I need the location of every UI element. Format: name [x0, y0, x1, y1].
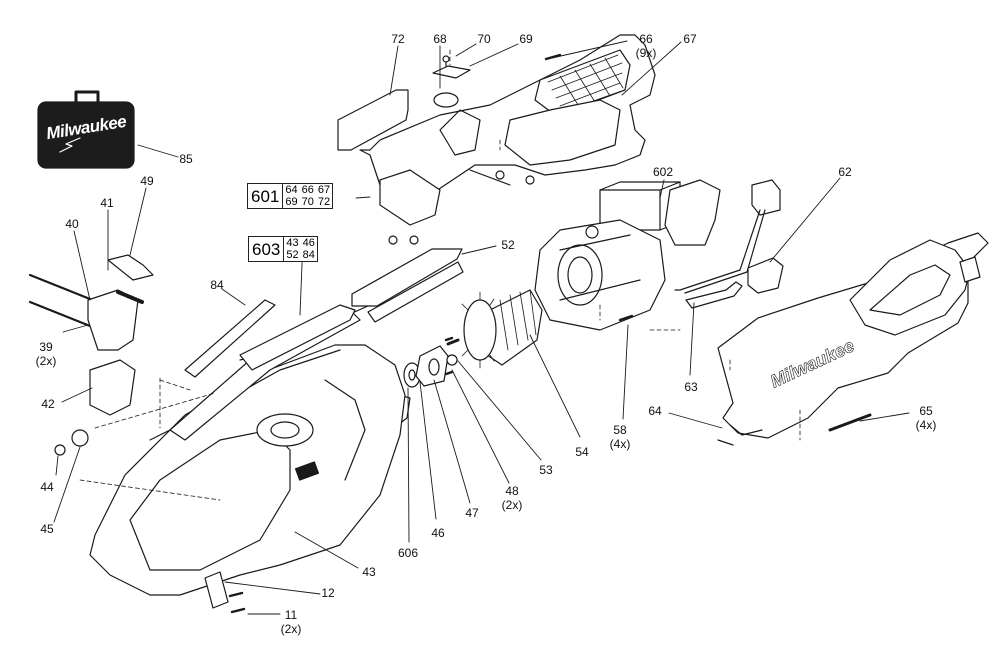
handle-half: Milwaukee	[717, 232, 989, 446]
housing-top-half	[359, 34, 656, 245]
callout-47: 47	[465, 506, 479, 520]
alignment-lines	[79, 49, 801, 501]
armature	[446, 289, 634, 369]
callout-66: 66 (9x)	[635, 32, 657, 60]
kit-601-part: 69	[285, 196, 298, 208]
kit-601-part: 72	[317, 196, 331, 208]
kit-601-number: 601	[248, 184, 284, 208]
callout-84: 84	[210, 278, 224, 292]
kit-603-part: 43	[286, 237, 299, 249]
callout-53: 53	[539, 463, 553, 477]
callout-52: 52	[501, 238, 515, 252]
kit-601-part: 70	[301, 196, 314, 208]
callout-602: 602	[652, 165, 674, 179]
callout-44: 44	[40, 480, 54, 494]
callout-12: 12	[321, 586, 335, 600]
callout-65: 65 (4x)	[915, 404, 937, 432]
kit-603-number: 603	[249, 237, 285, 261]
callout-58: 58 (4x)	[609, 423, 631, 451]
kit-603-part: 46	[302, 237, 315, 249]
callout-606: 606	[397, 546, 419, 560]
callout-72: 72	[391, 32, 405, 46]
kit-601-part: 66	[301, 184, 314, 196]
callout-45: 45	[40, 522, 54, 536]
callout-40: 40	[65, 217, 79, 231]
callout-11: 11 (2x)	[280, 608, 302, 636]
kit-603-part: 52	[286, 249, 299, 261]
kit-601-part: 64	[285, 184, 298, 196]
callout-43: 43	[362, 565, 376, 579]
main-housing	[89, 294, 406, 614]
callout-69: 69	[519, 32, 533, 46]
callout-41: 41	[100, 196, 114, 210]
carrying-case	[37, 90, 135, 169]
kit-603-part: 84	[302, 249, 315, 261]
motor-stator	[534, 219, 666, 331]
kit-601-part: 67	[317, 184, 331, 196]
small-top-parts	[337, 53, 562, 151]
callout-49: 49	[140, 174, 154, 188]
callout-63: 63	[684, 380, 698, 394]
bracket-parts	[28, 254, 154, 456]
callout-67: 67	[683, 32, 697, 46]
callout-85: 85	[179, 152, 193, 166]
callout-64: 64	[648, 404, 662, 418]
callout-54: 54	[575, 445, 589, 459]
switch-assembly	[599, 179, 784, 309]
callout-68: 68	[433, 32, 447, 46]
leader-lines	[53, 40, 910, 615]
callout-70: 70	[477, 32, 491, 46]
callout-46: 46	[431, 526, 445, 540]
callout-48: 48 (2x)	[501, 484, 523, 512]
kit-601-box: 601 64 66 67 69 70 72	[247, 183, 334, 209]
kit-603-box: 603 43 46 52 84	[248, 236, 318, 262]
callout-39: 39 (2x)	[35, 340, 57, 368]
callout-42: 42	[41, 397, 55, 411]
callout-62: 62	[838, 165, 852, 179]
chain-cover-bars	[184, 248, 464, 378]
